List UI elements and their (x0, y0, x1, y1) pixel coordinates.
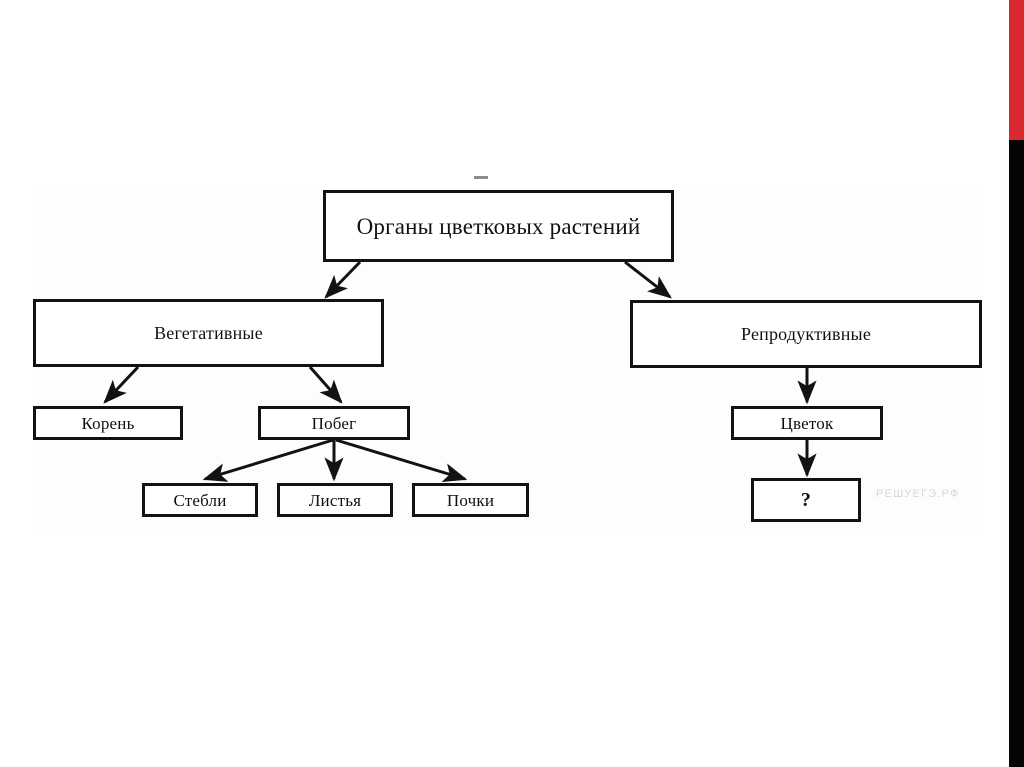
node-label: Листья (308, 490, 362, 510)
node-stems: Стебли (142, 483, 258, 517)
node-reproductive: Репродуктивные (630, 300, 982, 368)
node-buds: Почки (412, 483, 529, 517)
node-leaves: Листья (277, 483, 393, 517)
diagram-canvas: Органы цветковых растений Вегетативные Р… (33, 176, 983, 530)
node-label: Стебли (173, 490, 227, 510)
node-label: Почки (446, 490, 495, 510)
node-label: Органы цветковых растений (356, 213, 641, 239)
node-organs-of-flowering-plants: Органы цветковых растений (323, 190, 674, 262)
edge-vegetative-to-shoot (308, 366, 343, 404)
stray-tick-mark (474, 176, 488, 179)
edge-shoot-to-buds (335, 438, 468, 482)
accent-bar-red-segment (1009, 0, 1024, 140)
node-label: ? (800, 489, 812, 511)
diagram-connectors (103, 260, 817, 482)
node-label: Побег (311, 413, 357, 433)
edge-vegetative-to-root-organ (103, 365, 140, 404)
edge-shoot-to-stems (202, 438, 334, 482)
node-label: Вегетативные (154, 323, 263, 343)
slide-accent-bar (1009, 0, 1024, 767)
node-label: Цветок (780, 413, 834, 433)
accent-bar-black-segment (1009, 140, 1024, 767)
node-unknown-answer-slot: ? (751, 478, 861, 522)
node-flower: Цветок (731, 406, 883, 440)
node-label: Корень (81, 413, 135, 433)
edge-root-to-vegetative (324, 260, 362, 299)
node-shoot: Побег (258, 406, 410, 440)
node-label: Репродуктивные (740, 324, 872, 344)
node-vegetative: Вегетативные (33, 299, 384, 367)
edge-root-to-reproductive (624, 260, 672, 299)
watermark: РЕШУЕГЭ.РФ (876, 488, 960, 500)
node-root-organ: Корень (33, 406, 183, 440)
